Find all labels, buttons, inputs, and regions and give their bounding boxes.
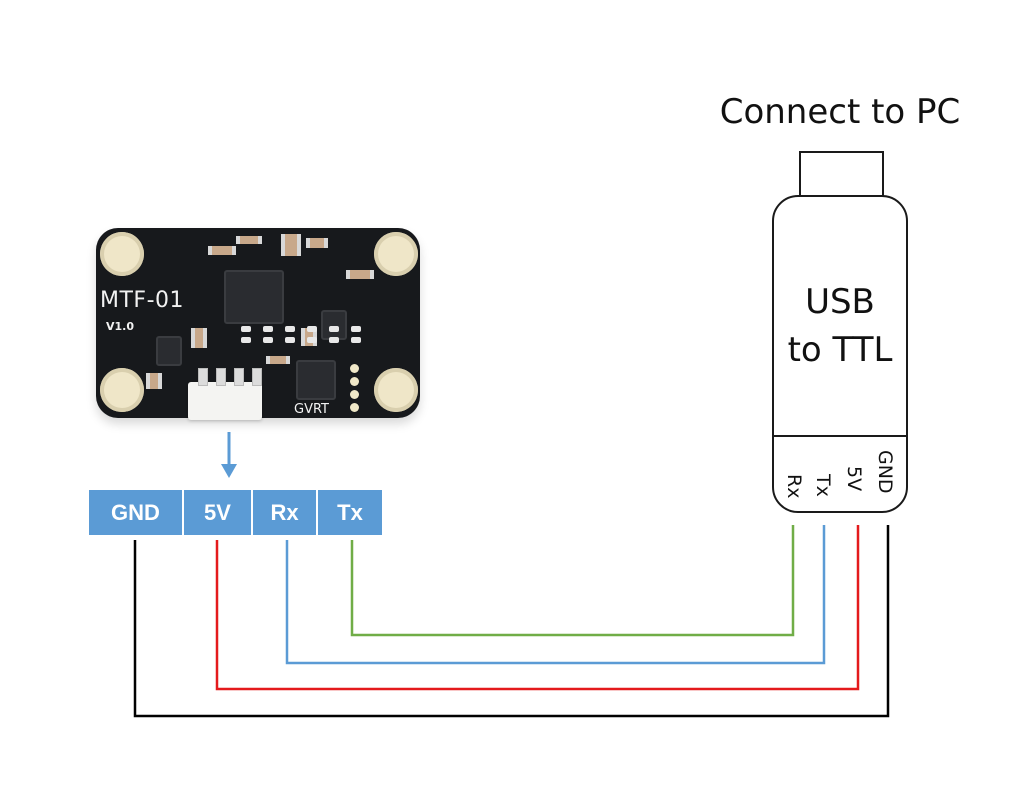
smd-component [346, 270, 374, 279]
usb-pin-tx: Tx [812, 474, 834, 497]
usb-adapter-title: USB to TTL [772, 278, 908, 374]
mounting-hole [374, 368, 418, 412]
module-pin-labels: GND 5V Rx Tx [89, 490, 382, 535]
mounting-hole [100, 368, 144, 412]
usb-plug-connector [799, 151, 884, 199]
smd-component [266, 356, 290, 364]
wire-5v [215, 525, 860, 691]
pad-array [241, 326, 361, 343]
smd-component [208, 246, 236, 255]
pin-label-tx: Tx [318, 490, 382, 535]
mounting-hole [100, 232, 144, 276]
module-version-silkscreen: V1.0 [106, 320, 134, 333]
usb-pin-gnd: GND [874, 450, 896, 494]
wire-gnd [133, 525, 890, 718]
smd-component [236, 236, 262, 244]
smd-component [306, 238, 328, 248]
pin-label-5v: 5V [184, 490, 251, 535]
small-chip [156, 336, 182, 366]
wire-tx-to-rx [350, 525, 795, 637]
header-pads [350, 364, 359, 412]
wire-rx-to-tx [285, 525, 826, 665]
usb-pin-rx: Rx [783, 474, 805, 499]
smd-component [146, 373, 162, 389]
usb-pin-5v: 5V [843, 466, 865, 492]
arrow-head-icon [221, 464, 237, 478]
usb-to-ttl-adapter [772, 195, 908, 513]
smd-component [281, 234, 301, 256]
module-name-silkscreen: MTF-01 [100, 288, 185, 313]
usb-adapter-title-line2: to TTL [787, 330, 893, 370]
mtf01-module-board: MTF-01 V1.0 GVRT [96, 228, 420, 418]
main-chip [224, 270, 284, 324]
brand-silkscreen: GVRT [294, 402, 329, 417]
jst-connector [188, 368, 262, 420]
pin-label-rx: Rx [253, 490, 316, 535]
usb-adapter-title-line1: USB [805, 282, 875, 322]
pin-label-gnd: GND [89, 490, 182, 535]
usb-adapter-divider [772, 435, 908, 437]
mounting-hole [374, 232, 418, 276]
connect-to-pc-label: Connect to PC [719, 92, 961, 132]
secondary-chip [296, 360, 336, 400]
smd-component [191, 328, 207, 348]
